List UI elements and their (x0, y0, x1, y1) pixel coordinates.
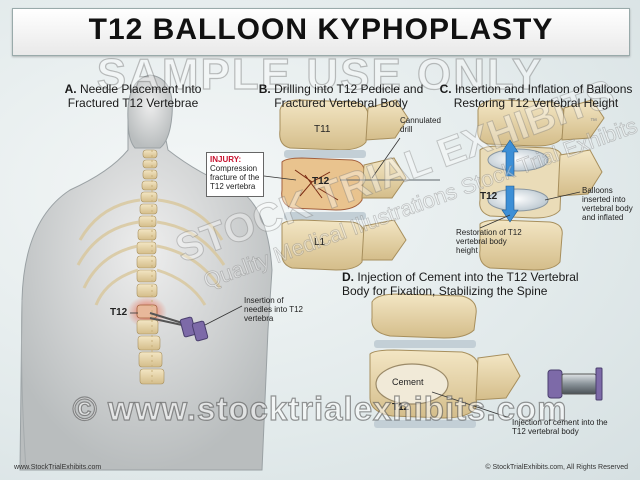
ribs (76, 198, 226, 306)
panel-d-heading: D. Injection of Cement into the T12 Vert… (342, 270, 632, 298)
title-banner: T12 BALLOON KYPHOPLASTY (12, 8, 630, 56)
footer-website: www.StockTrialExhibits.com (14, 464, 102, 471)
leader-restoration (479, 214, 511, 229)
panel-c-restoration-label: Restoration of T12 vertebral body height (456, 228, 522, 255)
panel-d-title-line2: Body for Fixation, Stabilizing the Spine (342, 284, 548, 298)
injury-description: Compression fracture of the T12 vertebra (210, 164, 260, 191)
page-title: T12 BALLOON KYPHOPLASTY (88, 13, 554, 46)
panel-c-balloons-label: Balloons inserted into vertebral body an… (582, 186, 633, 222)
leader-injury (263, 175, 297, 181)
panel-c-title-line1: Insertion and Inflation of Balloons (454, 82, 633, 96)
panel-c-letter: C. (439, 82, 452, 96)
panel-a-needle-note: Insertion of needles into T12 vertebra (244, 296, 304, 323)
needle-instruments (149, 312, 209, 342)
leader-balloons (544, 191, 581, 201)
panel-c-title-line2: Restoring T12 Vertebral Height (453, 96, 619, 110)
panel-d-injection-note: Injection of cement into the T12 vertebr… (512, 418, 608, 436)
panel-c-t12-label: T12 (480, 191, 498, 202)
leader-drill (371, 137, 401, 179)
panel-b-letter: B. (258, 82, 271, 96)
injury-title: INJURY: (210, 155, 242, 164)
panel-c-vertebrae (477, 99, 605, 271)
panel-b-l1-label: L1 (314, 237, 326, 248)
panel-a-title-line1: Needle Placement Into (79, 82, 202, 96)
injury-callout: INJURY: Compression fracture of the T12 … (206, 152, 264, 197)
url-watermark: © www.stocktrialexhibits.com (72, 389, 568, 427)
panel-b-title-line1: Drilling into T12 Pedicle and (274, 82, 424, 96)
panel-a-letter: A. (64, 82, 77, 96)
panel-b-drill-label: Cannulated drill (400, 116, 441, 134)
panel-d-title-line1: Injection of Cement into the T12 Vertebr… (357, 270, 579, 284)
trademark-symbol: ™ (590, 118, 597, 125)
leader-cement-d (431, 391, 511, 419)
panel-d-letter: D. (342, 270, 354, 284)
panel-a-t12-label: T12 (110, 307, 128, 318)
spine-column (127, 149, 167, 385)
panel-d-cement-label: Cement (392, 377, 424, 387)
panel-d-t12-label: T12 (392, 402, 410, 413)
panel-b-vertebrae (279, 99, 440, 271)
panel-a-heading: A. Needle Placement Into Fractured T12 V… (48, 82, 218, 110)
panel-c-heading: C. Insertion and Inflation of Balloons R… (438, 82, 634, 110)
panel-d-vertebrae (369, 293, 603, 428)
panel-b-heading: B. Drilling into T12 Pedicle and Fractur… (256, 82, 426, 110)
leader-a (204, 305, 243, 326)
panel-a-title-line2: Fractured T12 Vertebrae (67, 96, 199, 110)
footer-copyright: © StockTrialExhibits.com, All Rights Res… (485, 464, 628, 471)
panel-b-t11-label: T11 (314, 124, 331, 135)
sample-watermark: SAMPLE USE ONLY (96, 49, 544, 99)
panel-b-t12-label: T12 (312, 176, 330, 187)
panel-b-title-line2: Fractured Vertebral Body (274, 96, 408, 110)
